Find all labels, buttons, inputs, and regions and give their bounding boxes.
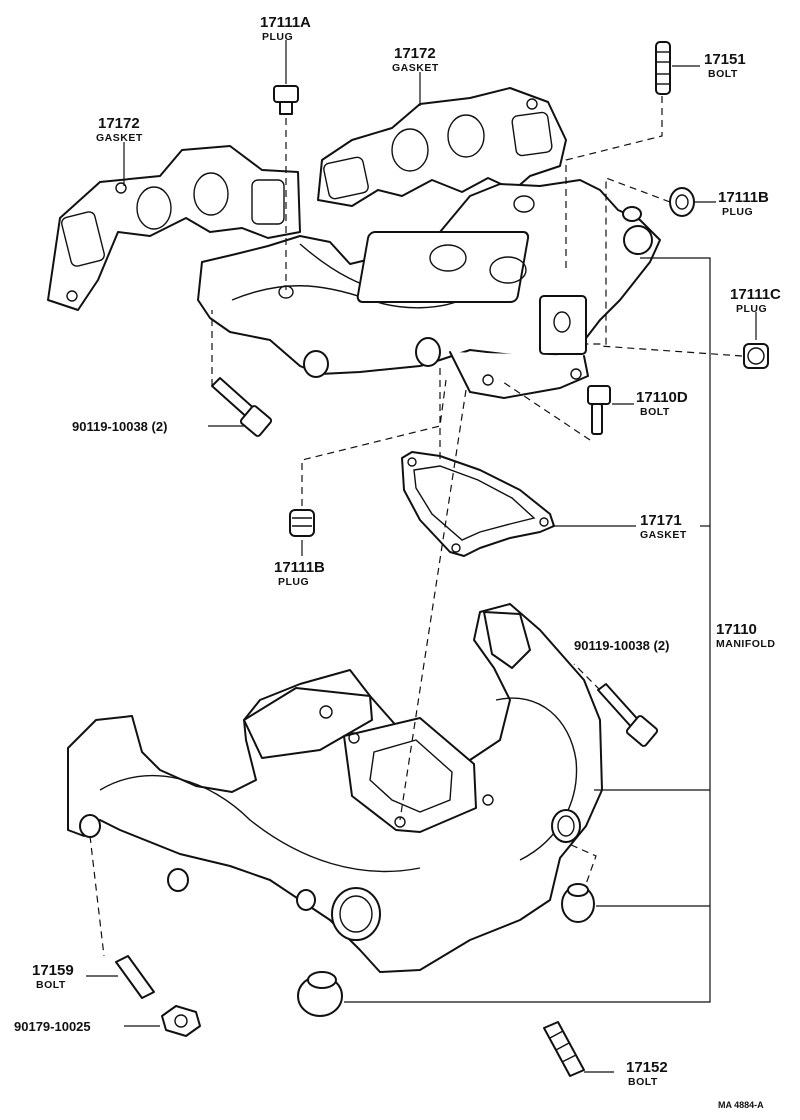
part-number: 17110D <box>636 389 688 406</box>
callout-17172-right: 17172 GASKET <box>392 45 439 74</box>
callout-17171: 17171 GASKET <box>640 512 687 541</box>
plug-17111a-drawing <box>273 85 299 115</box>
bolt-17151-drawing <box>655 41 671 95</box>
part-description: PLUG <box>262 31 293 43</box>
bolt-17159-drawing <box>115 955 155 999</box>
callout-90119-top: 90119-10038 (2) <box>72 419 167 434</box>
gasket-17172-left-drawing <box>47 145 301 311</box>
exhaust-manifold-drawing <box>67 603 603 973</box>
part-description: BOLT <box>36 979 66 991</box>
bolt-17152-drawing <box>543 1021 585 1077</box>
callout-17111a: 17111A PLUG <box>260 14 311 43</box>
plug-17111b-top-drawing <box>669 187 695 217</box>
part-description: GASKET <box>96 132 143 144</box>
callout-90179: 90179-10025 <box>14 1019 91 1034</box>
part-description: MANIFOLD <box>716 638 775 650</box>
part-number: 17111B <box>718 189 769 206</box>
part-number: 17159 <box>32 962 74 979</box>
callout-17151: 17151 BOLT <box>704 51 746 80</box>
plug-lower-center-drawing <box>297 971 343 1017</box>
alignment-lines <box>89 96 743 957</box>
callout-17110d: 17110D BOLT <box>636 389 688 418</box>
bolt-90119-top-drawing <box>211 377 273 437</box>
callout-17111b-top: 17111B PLUG <box>718 189 769 218</box>
part-number: 17111A <box>260 14 311 31</box>
gasket-17171-drawing <box>401 451 555 557</box>
callout-90119-right: 90119-10038 (2) <box>574 638 669 653</box>
part-description: PLUG <box>736 303 767 315</box>
leader-lines <box>86 40 757 1073</box>
plug-17111c-drawing <box>743 343 769 369</box>
part-number: 90119-10038 (2) <box>574 638 669 653</box>
bolt-17110d-drawing <box>587 385 611 435</box>
callout-17111c: 17111C PLUG <box>730 286 781 315</box>
part-description: BOLT <box>708 68 738 80</box>
gasket-17172-right-drawing <box>317 87 567 207</box>
part-number: 17111C <box>730 286 781 303</box>
part-description: GASKET <box>640 529 687 541</box>
part-description: GASKET <box>392 62 439 74</box>
part-description: PLUG <box>722 206 753 218</box>
nut-90179-drawing <box>161 1005 201 1037</box>
plug-lower-right-drawing <box>561 883 595 923</box>
part-number: 17171 <box>640 512 682 529</box>
part-number: 17172 <box>394 45 436 62</box>
part-number: 17110 <box>716 621 757 638</box>
intake-manifold-drawing <box>197 179 661 399</box>
part-description: BOLT <box>628 1076 658 1088</box>
part-description: BOLT <box>640 406 670 418</box>
callout-17159: 17159 BOLT <box>32 962 74 991</box>
callout-17172-left: 17172 GASKET <box>96 115 143 144</box>
callout-17111b-bottom: 17111B PLUG <box>274 559 325 588</box>
plug-17111b-bottom-drawing <box>289 509 315 537</box>
part-number: 17172 <box>98 115 140 132</box>
figure-reference: MA 4884-A <box>718 1100 764 1110</box>
part-number: 17111B <box>274 559 325 576</box>
part-number: 17152 <box>626 1059 668 1076</box>
callout-17110: 17110 MANIFOLD <box>716 621 775 650</box>
part-number: 90119-10038 (2) <box>72 419 167 434</box>
bolt-90119-right-drawing <box>597 683 659 747</box>
part-number: 17151 <box>704 51 746 68</box>
part-description: PLUG <box>278 576 309 588</box>
part-number: 90179-10025 <box>14 1019 91 1034</box>
callout-17152: 17152 BOLT <box>626 1059 668 1088</box>
